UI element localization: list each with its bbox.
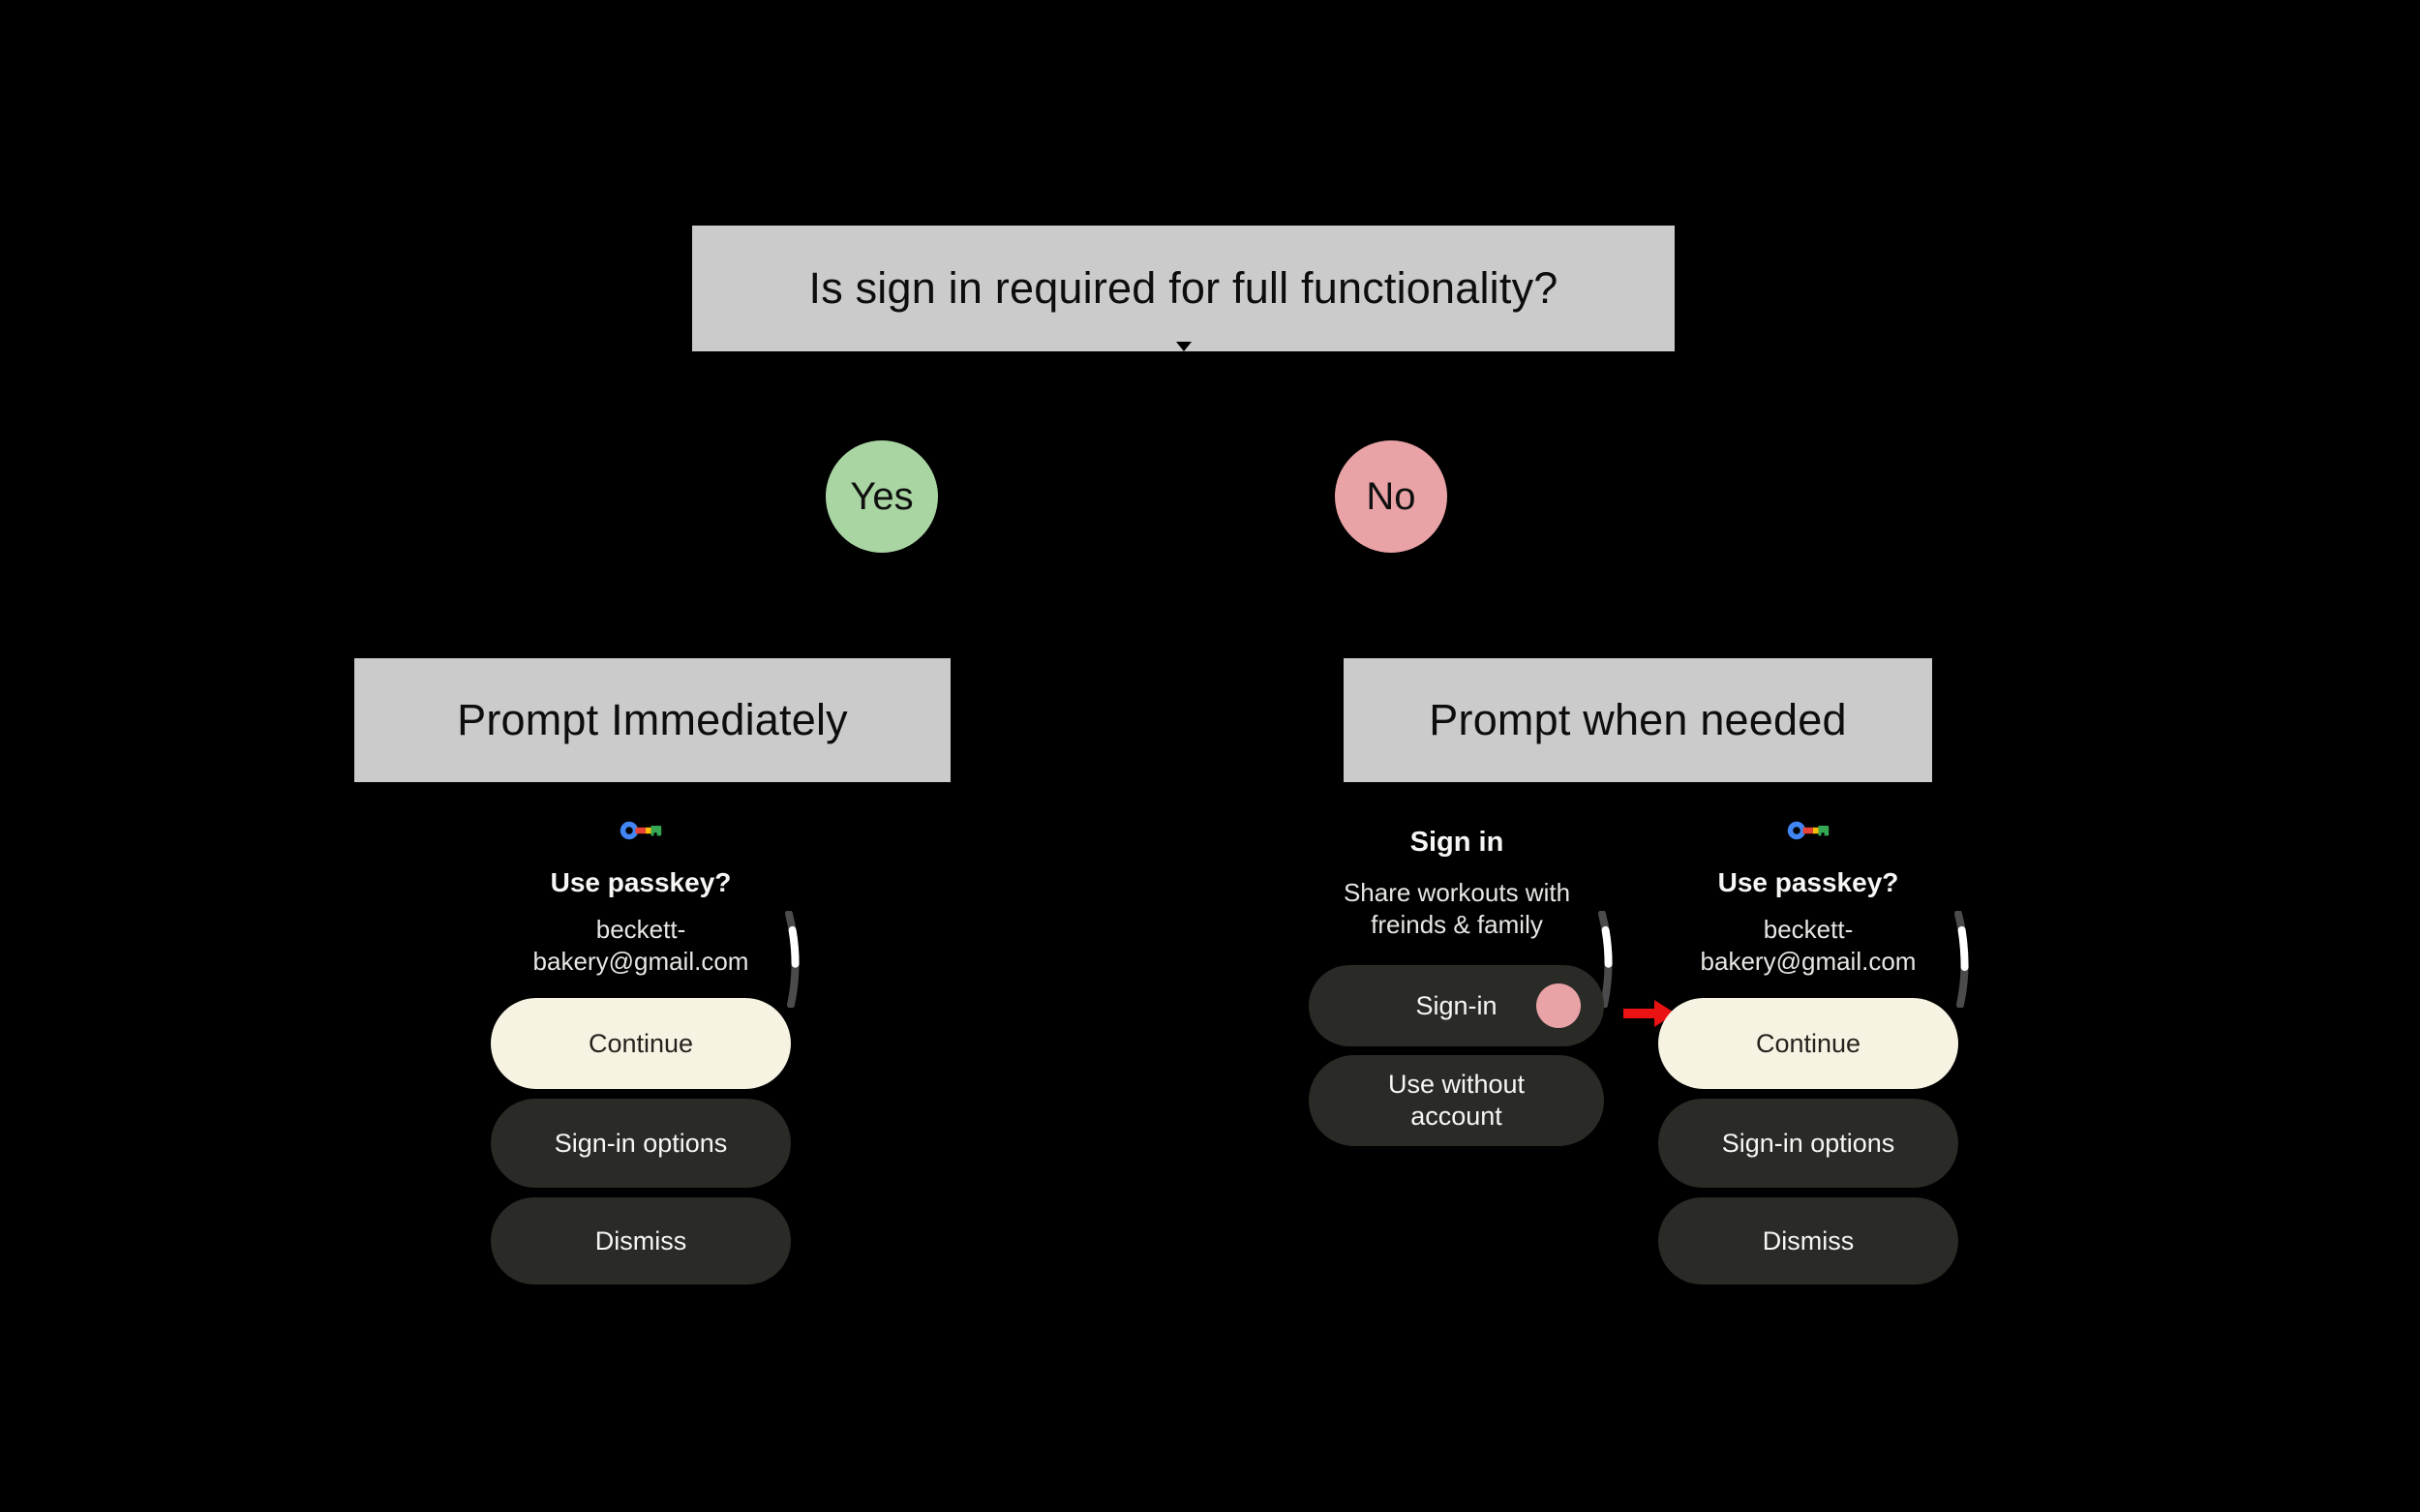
dismiss-button[interactable]: Dismiss: [491, 1197, 791, 1285]
dismiss-button[interactable]: Dismiss: [1658, 1197, 1958, 1285]
passkey-icon: [620, 821, 662, 840]
signin-options-button[interactable]: Sign-in options: [1658, 1099, 1958, 1188]
signin-screen: Sign in Share workouts with freinds & fa…: [1297, 811, 1617, 1218]
signin-button[interactable]: Sign-in: [1309, 965, 1604, 1046]
passkey-icon: [1787, 821, 1830, 840]
no-label: No: [1366, 474, 1416, 518]
notification-dot: [1536, 983, 1581, 1028]
outcome-left-text: Prompt Immediately: [457, 695, 848, 744]
yes-label: Yes: [850, 474, 914, 518]
outcome-prompt-when-needed: Prompt when needed: [1344, 658, 1932, 782]
passkey-screen-right: Use passkey? beckett- bakery@gmail.com C…: [1642, 811, 1975, 1315]
passkey-title: Use passkey?: [550, 867, 732, 897]
passkey-screen-left: Use passkey? beckett- bakery@gmail.com C…: [474, 811, 807, 1315]
yes-node: Yes: [826, 440, 938, 553]
question-text: Is sign in required for full functionali…: [808, 263, 1558, 313]
connector-tip: [1176, 342, 1192, 351]
signin-options-button[interactable]: Sign-in options: [491, 1099, 791, 1188]
continue-button[interactable]: Continue: [491, 998, 791, 1089]
red-arrow-icon: [1623, 1000, 1676, 1027]
no-node: No: [1335, 440, 1447, 553]
signin-description: Share workouts with freinds & family: [1343, 878, 1571, 939]
account-email: beckett- bakery@gmail.com: [532, 915, 749, 976]
outcome-prompt-immediately: Prompt Immediately: [354, 658, 951, 782]
question-node: Is sign in required for full functionali…: [692, 226, 1675, 351]
scroll-indicator[interactable]: [1951, 911, 1981, 1008]
signin-title: Sign in: [1409, 827, 1504, 858]
account-email: beckett- bakery@gmail.com: [1700, 915, 1917, 976]
continue-button[interactable]: Continue: [1658, 998, 1958, 1089]
scroll-indicator[interactable]: [1595, 911, 1624, 1008]
outcome-right-text: Prompt when needed: [1429, 695, 1847, 744]
scroll-indicator[interactable]: [782, 911, 811, 1008]
passkey-title: Use passkey?: [1717, 867, 1899, 897]
